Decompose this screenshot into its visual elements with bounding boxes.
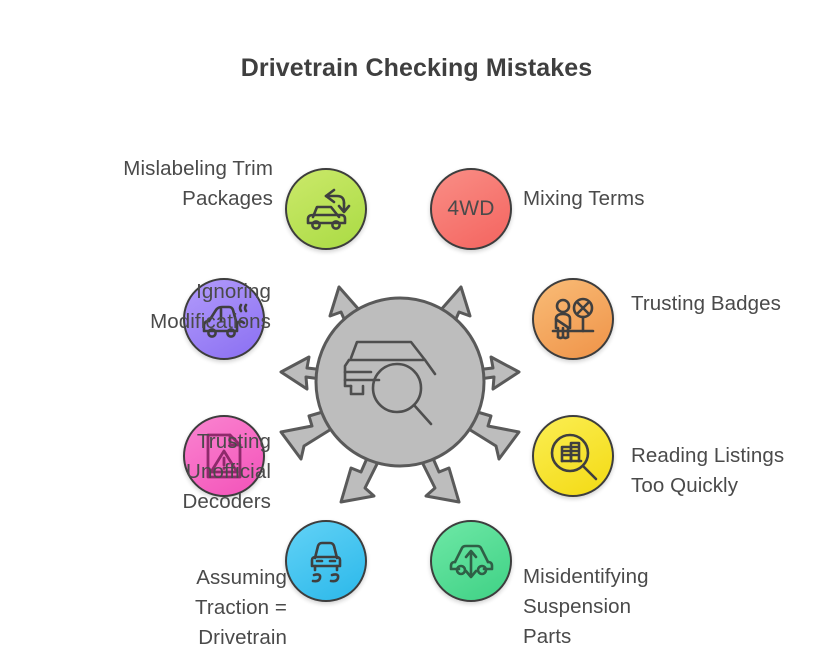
node-trusting-unofficial-decoders[interactable] [183, 415, 265, 497]
node-assuming-traction-equals-drivetrain[interactable] [285, 520, 367, 602]
hub-circle [314, 296, 486, 468]
node-ignoring-modifications[interactable] [183, 278, 265, 360]
node-trusting-badges[interactable] [532, 278, 614, 360]
label-mixing-terms: Mixing Terms [523, 187, 645, 210]
label-reading-listings-too-quickly: Reading Listings Too Quickly [631, 444, 785, 497]
node-misidentifying-suspension-parts[interactable] [430, 520, 512, 602]
label-ignoring-modifications: Ignoring Modifications [150, 280, 271, 333]
car-skid-marks-icon [310, 541, 342, 583]
label-trusting-badges: Trusting Badges [631, 292, 782, 315]
node-mislabeling-trim-packages[interactable] [285, 168, 367, 250]
car-suspension-arrows-icon [449, 544, 494, 579]
node-reading-listings-too-quickly[interactable] [532, 415, 614, 497]
document-warning-icon [206, 433, 242, 479]
car-magnifier-icon [343, 340, 437, 426]
car-swap-arrows-icon [306, 188, 351, 230]
label-assuming-traction-equals-drivetrain: Assuming Traction = Drivetrain [195, 566, 287, 649]
central-hub [279, 254, 521, 506]
car-exhaust-icon [202, 303, 248, 338]
person-badge-crossed-icon [551, 297, 595, 340]
label-mislabeling-trim-packages: Mislabeling Trim Packages [123, 157, 273, 210]
label-misidentifying-suspension-parts: Misidentifying Suspension Parts [523, 565, 649, 648]
node-mixing-terms[interactable]: 4WD [430, 168, 512, 250]
page-title: Drivetrain Checking Mistakes [240, 54, 593, 82]
magnifier-listing-icon [550, 433, 598, 481]
label-trusting-unofficial-decoders: Trusting Unofficial Decoders [182, 430, 271, 513]
4wd-text-icon: 4WD [447, 197, 495, 220]
